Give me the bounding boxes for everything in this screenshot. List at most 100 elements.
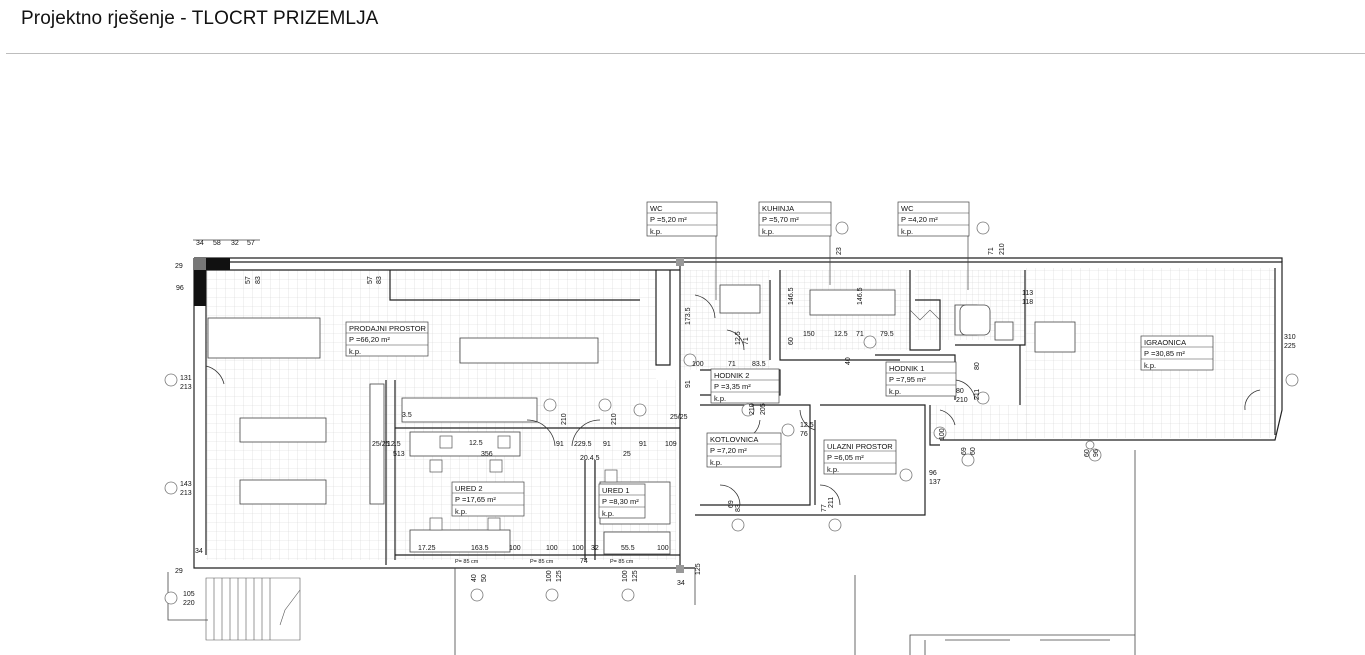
room-area: P =5,20 m² (650, 215, 687, 224)
room-area: P =4,20 m² (901, 215, 938, 224)
dim-label: 150 (803, 331, 815, 338)
dim-label: 125 (556, 570, 563, 582)
room-name: ULAZNI PROSTOR (827, 442, 893, 451)
room-name: URED 2 (455, 484, 483, 493)
room-floor: k.p. (602, 509, 614, 518)
sill-labels: P= 85 cm P= 85 cm P= 85 cm (455, 559, 634, 565)
room-floor: k.p. (889, 387, 901, 396)
stairs (205, 309, 941, 641)
dimension-top: 34 58 32 57 (196, 240, 255, 247)
room-area: P =66,20 m² (349, 335, 390, 344)
room-name: HODNIK 2 (714, 371, 749, 380)
room-tag-igraonica[interactable]: IGRAONICA P =30,85 m² k.p. (1140, 335, 1214, 371)
dim-label: 210 (749, 403, 756, 415)
dim-label: 96 (1093, 449, 1100, 457)
dim-label: 146.5 (857, 287, 864, 305)
dim-label: 131 (180, 375, 192, 382)
dim-label: 12.5 (469, 440, 483, 447)
dim-label: 12.5 (387, 441, 401, 448)
dim-label: 34 (195, 548, 203, 555)
dim-label: 25/25 (372, 441, 390, 448)
room-tag-ulazni[interactable]: ULAZNI PROSTOR P =6,05 m² k.p. (823, 439, 897, 475)
dim-label: 211 (974, 389, 981, 400)
room-tag-wc1[interactable]: WC P =5,20 m² k.p. (646, 201, 718, 237)
dim-label: 3.5 (402, 412, 412, 419)
room-tag-kotlovnica[interactable]: KOTLOVNICA P =7,20 m² k.p. (706, 432, 782, 468)
dim-label: 210 (611, 413, 618, 425)
dim-label: 91 (556, 441, 564, 448)
room-name: KUHINJA (762, 204, 794, 213)
dim-label: 225 (1284, 343, 1296, 350)
dim-label: 146.5 (788, 287, 795, 305)
room-area: P =17,65 m² (455, 495, 496, 504)
room-area: P =30,85 m² (1144, 349, 1185, 358)
dim-label: 83.5 (752, 361, 766, 368)
dimension-left: 29 96 34 29 (175, 263, 203, 575)
room-area: P =5,70 m² (762, 215, 799, 224)
room-tag-ured2[interactable]: URED 2 P =17,65 m² k.p. (451, 481, 525, 517)
dim-label: 125 (695, 563, 702, 575)
dim-label: 34 (677, 580, 685, 587)
dim-label: 23 (836, 247, 843, 255)
dim-label: 76 (800, 431, 808, 438)
dim-label: 205 (760, 403, 767, 415)
room-floor: k.p. (762, 227, 774, 236)
room-tag-ured1[interactable]: URED 1 P =8,30 m² k.p. (598, 483, 646, 519)
dim-label: 12.5 (800, 422, 814, 429)
dim-label: 34 (196, 240, 204, 247)
floor-tiles (206, 268, 1275, 560)
dim-label: 25 (623, 451, 631, 458)
dim-label: 60 (788, 337, 795, 345)
dim-label: 57 (245, 276, 252, 284)
room-name: PRODAJNI PROSTOR (349, 324, 427, 333)
dim-label: 96 (929, 470, 937, 477)
dim-label: 79.5 (880, 331, 894, 338)
dim-label: 71 (856, 331, 864, 338)
room-floor: k.p. (455, 507, 467, 516)
dim-label: P= 85 cm (455, 559, 479, 565)
room-floor: k.p. (1144, 361, 1156, 370)
dim-label: 20.4.5 (580, 455, 600, 462)
dim-label: 71 (743, 337, 750, 345)
dim-label: 55.5 (621, 545, 635, 552)
dim-label: 100 (657, 545, 669, 552)
page-title: Projektno rješenje - TLOCRT PRIZEMLJA (21, 8, 379, 29)
dim-label: 163.5 (471, 545, 489, 552)
dim-label: 58 (213, 240, 221, 247)
room-tag-hodnik1[interactable]: HODNIK 1 P =7,95 m² k.p. (885, 361, 957, 397)
dim-label: 210 (956, 397, 968, 404)
dim-label: 109 (665, 441, 677, 448)
dim-label: 173.5 (685, 307, 692, 325)
dim-label: 100 (572, 545, 584, 552)
dim-label: 100 (692, 361, 704, 368)
dim-label: 60 (1084, 449, 1091, 457)
dim-label: 12.5 (834, 331, 848, 338)
dim-label: P= 85 cm (610, 559, 634, 565)
dim-label: 71 (988, 247, 995, 255)
room-tag-hodnik2[interactable]: HODNIK 2 P =3,35 m² k.p. (710, 368, 780, 404)
chairs (429, 435, 618, 531)
walls (193, 257, 1283, 569)
room-name: KOTLOVNICA (710, 435, 758, 444)
room-tag-prodajni[interactable]: PRODAJNI PROSTOR P =66,20 m² k.p. (345, 321, 429, 357)
dim-label: 29 (175, 263, 183, 270)
dim-label: 60 (970, 447, 977, 455)
dim-label: 229.5 (574, 441, 592, 448)
dim-label: 91 (603, 441, 611, 448)
room-area: P =7,95 m² (889, 375, 926, 384)
room-floor: k.p. (650, 227, 662, 236)
room-tag-wc2[interactable]: WC P =4,20 m² k.p. (897, 201, 970, 237)
room-name: WC (901, 204, 914, 213)
room-name: WC (650, 204, 663, 213)
dim-label: 74 (580, 558, 588, 565)
dim-label: 118 (1022, 299, 1033, 306)
room-tag-kuhinja[interactable]: KUHINJA P =5,70 m² k.p. (758, 201, 832, 237)
dim-label: 77 (821, 504, 828, 512)
dim-label: 69 (961, 447, 968, 455)
dim-label: 50 (481, 574, 488, 582)
dim-label: 32 (231, 240, 239, 247)
dim-label: 100 (939, 428, 946, 440)
room-floor: k.p. (710, 458, 722, 467)
dim-label: 96 (176, 285, 184, 292)
